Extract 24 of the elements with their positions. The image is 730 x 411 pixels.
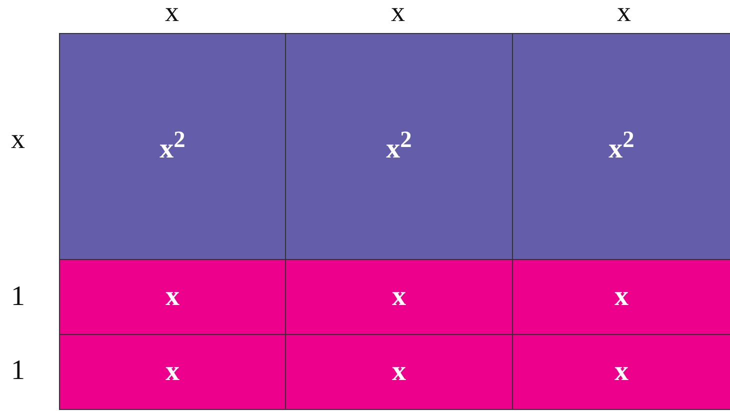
column-label: x (617, 0, 631, 29)
square-tile (59, 33, 286, 260)
tile-label: x$^{2}$ (160, 127, 186, 166)
square-tile (512, 33, 730, 260)
tile-label: x (614, 281, 628, 313)
tile-label: x (166, 281, 180, 313)
tile-label: x (392, 356, 406, 388)
row-label: 1 (11, 355, 25, 387)
tile-label: x (392, 281, 406, 313)
tile-label: x$^{2}$ (386, 127, 412, 166)
column-label: x (391, 0, 405, 29)
square-tile (285, 33, 513, 260)
tile-label: x$^{2}$ (608, 127, 634, 166)
rectangle-tile (512, 334, 730, 410)
column-label: x (165, 0, 179, 29)
tile-label: x (614, 356, 628, 388)
row-label: 1 (11, 281, 25, 313)
rectangle-tile (512, 259, 730, 335)
tile-label: x (166, 356, 180, 388)
rectangle-tile (285, 334, 513, 410)
rectangle-tile (59, 259, 286, 335)
row-label: x (11, 124, 25, 156)
rectangle-tile (285, 259, 513, 335)
rectangle-tile (59, 334, 286, 410)
